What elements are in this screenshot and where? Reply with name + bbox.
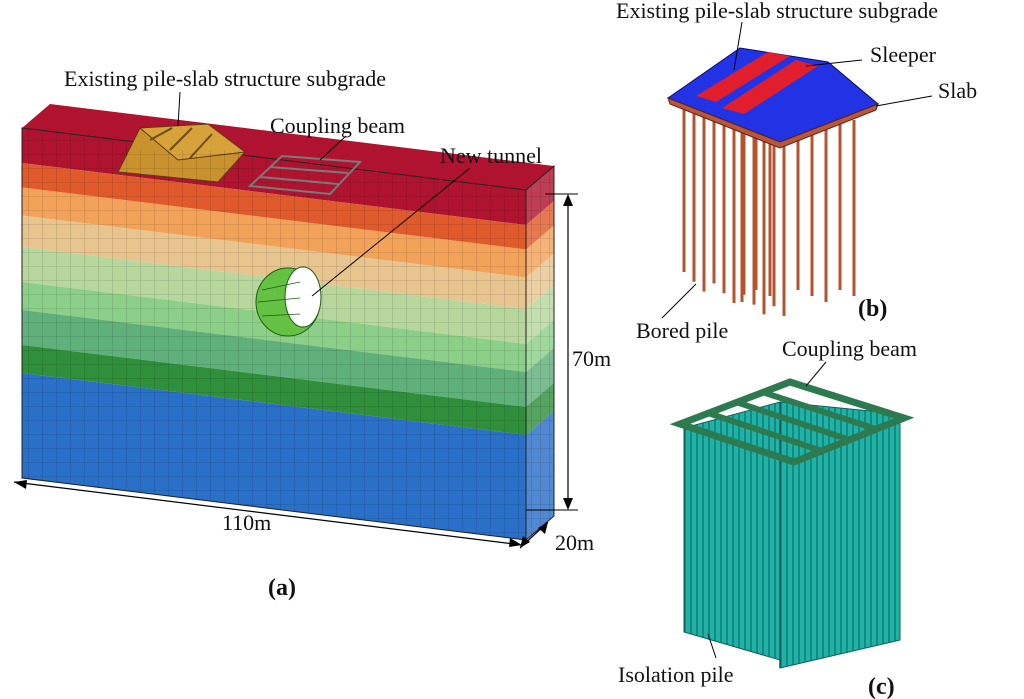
coupling-beam-model	[247, 154, 363, 196]
isolation-piles	[683, 401, 901, 669]
label-coupling-beam-c: Coupling beam	[782, 336, 917, 361]
label-existing-subgrade-a: Existing pile-slab structure subgrade	[64, 66, 386, 91]
dimension-height	[526, 193, 578, 511]
label-height-70m: 70m	[572, 346, 611, 371]
panel-label-b: (b)	[858, 296, 887, 322]
label-sleeper: Sleeper	[870, 42, 937, 67]
label-slab: Slab	[938, 78, 977, 103]
panel-b: Existing pile-slab structure subgrade Sl…	[616, 0, 977, 343]
label-isolation-pile: Isolation pile	[618, 662, 733, 687]
leader-coupling-a	[319, 135, 347, 161]
existing-subgrade-model	[117, 123, 247, 183]
label-existing-subgrade-b: Existing pile-slab structure subgrade	[616, 0, 938, 23]
tunnel-model	[255, 266, 322, 337]
label-width-20m: 20m	[555, 530, 594, 555]
soil-top-face	[22, 104, 554, 190]
label-coupling-beam-a: Coupling beam	[270, 113, 405, 138]
label-bored-pile: Bored pile	[636, 318, 728, 343]
leader-coupling-c	[805, 361, 827, 387]
leader-bored-pile	[661, 283, 697, 319]
soil-mesh-front	[21, 127, 527, 541]
leader-sleeper	[805, 59, 863, 67]
soil-mesh-side	[525, 164, 555, 542]
leader-existing-a	[177, 91, 181, 127]
panel-c: Coupling beam Isolation pile (c)	[618, 336, 917, 699]
leader-isolation-pile	[707, 633, 717, 659]
dimension-length	[13, 480, 523, 547]
panel-a: Existing pile-slab structure subgrade Co…	[13, 66, 611, 601]
panel-label-a: (a)	[268, 575, 296, 601]
sleeper-model	[696, 52, 818, 114]
dimension-width	[519, 521, 549, 549]
bored-piles	[682, 102, 856, 316]
leader-existing-b	[733, 21, 743, 71]
leader-slab	[875, 95, 933, 107]
label-length-110m: 110m	[222, 510, 271, 535]
label-new-tunnel: New tunnel	[440, 143, 542, 168]
leader-tunnel-a	[311, 167, 471, 297]
panel-label-c: (c)	[868, 674, 895, 699]
coupling-beam-frame	[669, 378, 915, 466]
